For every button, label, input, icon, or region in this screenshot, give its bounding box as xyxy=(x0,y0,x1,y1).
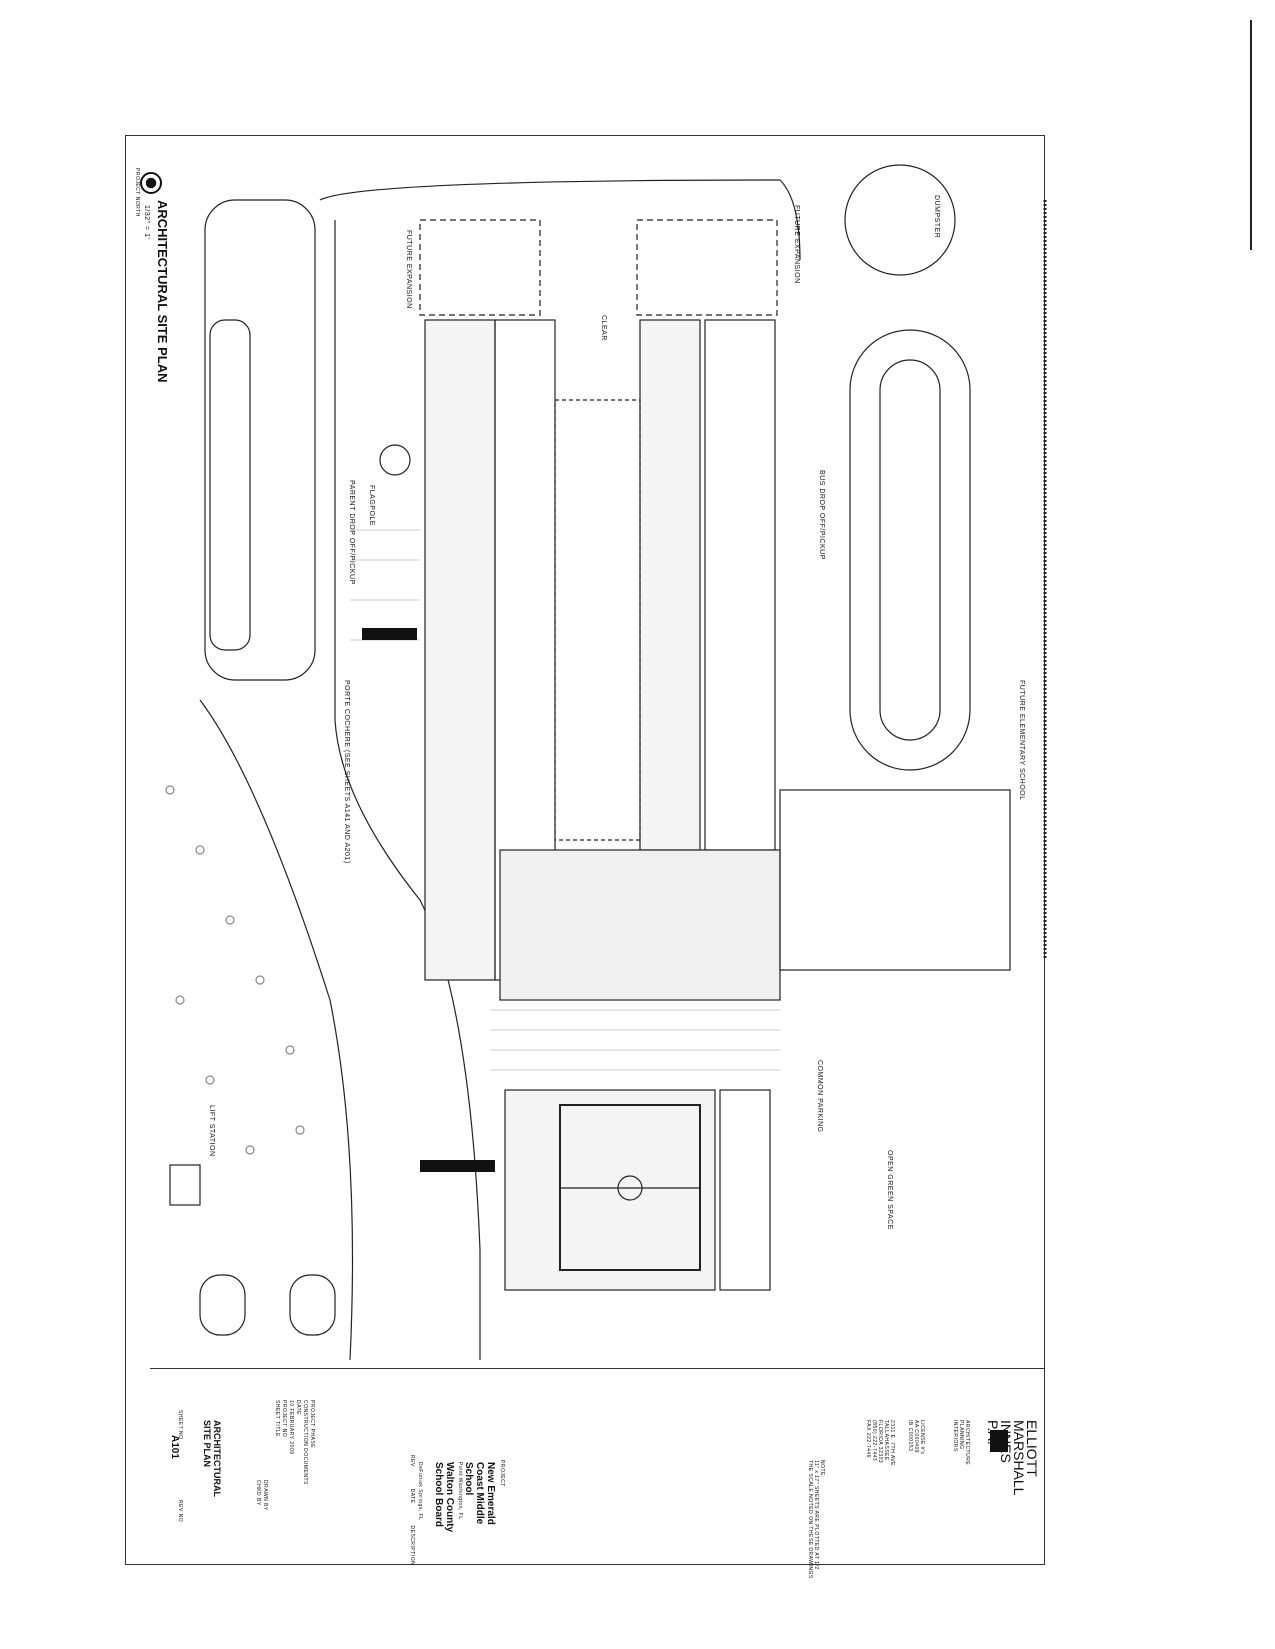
courtyard xyxy=(554,399,641,841)
client-location: DeFuniak Springs, FL xyxy=(417,1462,423,1521)
flagpole-circle xyxy=(379,444,411,476)
scan-edge-line xyxy=(1250,20,1252,250)
address-line: 2311 E. 7TH AVE xyxy=(889,1420,895,1466)
address-line: FLORIDA 32303 xyxy=(877,1420,883,1464)
phase-value: CONSTRUCTION DOCUMENTS xyxy=(302,1400,308,1485)
license-line: LICENSE #'s xyxy=(919,1420,925,1455)
project-no-label: PROJECT NO xyxy=(281,1400,287,1438)
future-elementary-label: FUTURE ELEMENTARY SCHOOL xyxy=(1018,680,1025,801)
service: ARCHITECTURE xyxy=(964,1420,970,1466)
sheet-number: A101 xyxy=(169,1435,180,1459)
sheet-title-label: SHEET TITLE xyxy=(274,1400,280,1437)
cafeteria-wing xyxy=(779,789,1011,971)
future-expansion-2 xyxy=(636,219,778,316)
project-name: New Emerald Coast Middle School xyxy=(463,1462,496,1525)
plot-note: NOTE: 11" x 17" SHEETS ARE PLOTTED AT 1/… xyxy=(807,1460,825,1579)
client-name: Walton County School Board xyxy=(433,1462,455,1533)
core-building xyxy=(499,849,781,1001)
firm-address: 2311 E. 7TH AVE TALLAHASSEE FLORIDA 3230… xyxy=(865,1420,895,1466)
future-expansion-1 xyxy=(419,219,541,316)
common-parking-label: COMMON PARKING xyxy=(816,1060,823,1133)
firm-services: ARCHITECTURE PLANNING INTERIORS xyxy=(952,1420,970,1465)
running-track xyxy=(849,329,971,771)
date-value: 10 FEBRUARY 2009 xyxy=(288,1400,294,1455)
parent-drop-label: PARENT DROP OFF/PICKUP xyxy=(348,480,355,585)
parking-island xyxy=(209,319,251,651)
license-line: IB C000153 xyxy=(907,1420,913,1452)
drop-off-island-1 xyxy=(199,1274,246,1336)
rev-no-label: REV NO xyxy=(177,1500,183,1523)
parking-lot xyxy=(204,199,316,681)
classroom-wing-3 xyxy=(639,319,701,851)
service: INTERIORS xyxy=(952,1420,958,1452)
dumpster-area xyxy=(844,164,956,276)
rev-col: REV xyxy=(409,1455,415,1467)
tree-cluster xyxy=(165,785,305,1155)
north-label: PROJECT NORTH xyxy=(134,168,140,217)
driveway xyxy=(199,699,354,1361)
clear-label: CLEAR xyxy=(600,315,607,341)
drawn-by-label: DRAWN BY xyxy=(262,1480,268,1511)
description-col: DESCRIPTION xyxy=(409,1525,415,1566)
date-col: DATE xyxy=(409,1488,415,1504)
revision-header: REV DATE DESCRIPTION xyxy=(409,1455,415,1565)
address-line: (850) 222-7443 xyxy=(871,1420,877,1462)
project-info: PROJECT PHASE CONSTRUCTION DOCUMENTS DAT… xyxy=(273,1400,315,1485)
sheet-title: ARCHITECTURAL SITE PLAN xyxy=(202,1420,222,1497)
lift-station xyxy=(169,1164,201,1206)
open-green-label: OPEN GREEN SPACE xyxy=(886,1150,893,1230)
address-line: TALLAHASSEE xyxy=(883,1420,889,1461)
bus-drop-label: BUS DROP OFF/PICKUP xyxy=(818,470,825,560)
note-line: THE SCALE NOTED ON THESE DRAWINGS xyxy=(807,1460,813,1579)
walkway-grid xyxy=(350,529,780,1071)
future-expansion-label-2: FUTURE EXPANSION xyxy=(793,205,800,284)
drop-off-island-2 xyxy=(289,1274,336,1336)
track-infield xyxy=(879,359,941,741)
project-location: Point Washington, FL xyxy=(457,1462,463,1520)
drawn-checked: DRAWN BY CHKD BY xyxy=(254,1480,268,1511)
classroom-wing-1 xyxy=(424,319,496,981)
north-arrow-icon xyxy=(140,172,162,194)
dumpster-label: DUMPSTER xyxy=(933,195,940,239)
bollards xyxy=(362,628,495,1172)
note-line: 11" x 17" SHEETS ARE PLOTTED AT 1/2 xyxy=(813,1460,819,1570)
note-line: NOTE: xyxy=(819,1460,825,1478)
project-label: PROJECT xyxy=(499,1460,505,1487)
flagpole-label: FLAGPOLE xyxy=(368,485,375,526)
gym-annex xyxy=(719,1089,771,1291)
sheet-heading: ARCHITECTURAL SITE PLAN xyxy=(155,200,170,383)
checked-by-label: CHKD BY xyxy=(255,1480,261,1506)
phase-label: PROJECT PHASE xyxy=(309,1400,315,1449)
future-expansion-label-1: FUTURE EXPANSION xyxy=(405,230,412,309)
license-line: AA C000409 xyxy=(913,1420,919,1454)
classroom-wing-4 xyxy=(704,319,776,851)
lift-station-label: LIFT STATION xyxy=(208,1105,215,1157)
title-block-divider xyxy=(150,1368,1045,1369)
gymnasium xyxy=(504,1089,716,1291)
porte-cochere-label: PORTE COCHERE (SEE SHEETS A141 AND A201) xyxy=(343,680,350,864)
firm-license: LICENSE #'s AA C000409 IB C000153 xyxy=(907,1420,925,1455)
firm-logo-icon xyxy=(990,1430,1008,1452)
date-label: DATE xyxy=(295,1400,301,1415)
scale-label: 1/32" = 1' xyxy=(143,205,150,240)
